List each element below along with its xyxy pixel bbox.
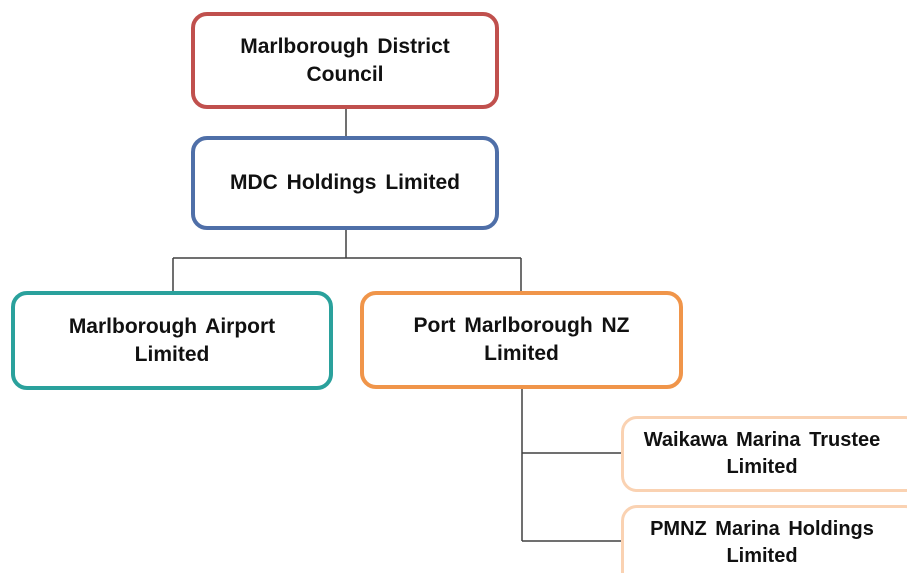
node-port-marlborough-nz-limited: Port Marlborough NZ Limited: [360, 291, 683, 389]
node-waikawa-marina-trustee-limited: Waikawa Marina Trustee Limited: [621, 416, 907, 492]
node-label: MDC Holdings Limited: [230, 171, 460, 194]
node-label: PMNZ Marina Holdings Limited: [650, 518, 874, 567]
node-label: Waikawa Marina Trustee Limited: [643, 429, 881, 478]
node-marlborough-district-council: Marlborough District Council: [191, 12, 499, 109]
node-label: Port Marlborough NZ Limited: [413, 314, 630, 365]
node-marlborough-airport-limited: Marlborough Airport Limited: [11, 291, 333, 390]
node-mdc-holdings-limited: MDC Holdings Limited: [191, 136, 499, 230]
node-label: Marlborough Airport Limited: [68, 314, 276, 366]
node-label: Marlborough District Council: [240, 34, 450, 86]
node-pmnz-marina-holdings-limited: PMNZ Marina Holdings Limited: [621, 505, 907, 573]
